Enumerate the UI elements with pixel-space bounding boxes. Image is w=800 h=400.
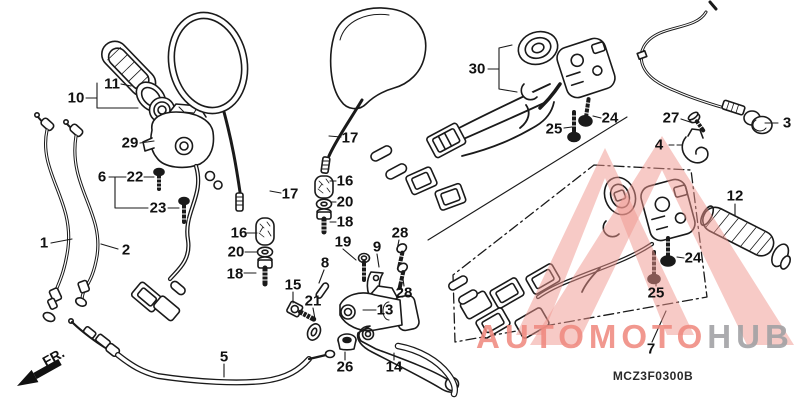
left-grip-drawing — [101, 40, 176, 124]
part-label-16: 16 — [336, 172, 354, 190]
part-label-6: 6 — [97, 168, 107, 186]
left-switch-housing-drawing — [130, 103, 223, 322]
part-label-3: 3 — [782, 114, 792, 132]
mirror-left-drawing — [167, 11, 249, 212]
part-label-30: 30 — [468, 60, 486, 78]
part-label-16: 16 — [230, 224, 248, 242]
part-label-7: 7 — [646, 340, 656, 358]
washer-21-drawing — [306, 323, 322, 341]
nut-20-right-drawing — [315, 198, 333, 210]
bracket-4-drawing — [681, 128, 709, 164]
throttle-cable-a-drawing — [33, 112, 71, 323]
part-label-25: 25 — [647, 284, 665, 302]
fr-arrow-icon — [17, 359, 62, 386]
screw-23-drawing — [178, 196, 190, 224]
boxed-switch-assembly-drawing — [448, 176, 696, 339]
part-label-20: 20 — [227, 243, 245, 261]
right-switch-assembly-drawing — [517, 30, 616, 110]
part-label-4: 4 — [654, 136, 664, 154]
part-label-11: 11 — [104, 75, 120, 93]
part-label-23: 23 — [149, 199, 167, 217]
nut-26-drawing — [337, 333, 357, 351]
part-label-24: 24 — [601, 109, 619, 127]
handle-lever-14-drawing — [356, 325, 460, 393]
part-label-19: 19 — [334, 233, 352, 251]
part-label-13: 13 — [376, 301, 394, 319]
part-label-18: 18 — [336, 213, 354, 231]
choke-cable-3-drawing — [636, 0, 773, 135]
nut-20-left-drawing — [256, 246, 274, 258]
part-label-18: 18 — [226, 265, 244, 283]
screw-25-lower-drawing — [647, 250, 661, 285]
part-label-28: 28 — [395, 284, 413, 302]
mirror-right-drawing — [320, 7, 427, 175]
part-label-12: 12 — [726, 187, 744, 205]
screw-22-drawing — [153, 167, 165, 191]
pin-8-drawing — [315, 282, 330, 299]
part-label-24: 24 — [684, 249, 702, 267]
clutch-cable-5-drawing — [68, 317, 336, 386]
boot-16-right-drawing — [314, 175, 334, 199]
screw-27-drawing — [687, 111, 706, 133]
part-label-15: 15 — [284, 276, 302, 294]
part-label-1: 1 — [39, 234, 49, 252]
right-grip-drawing — [700, 205, 792, 270]
part-label-8: 8 — [320, 254, 330, 272]
boot-16-left-drawing — [255, 217, 275, 246]
main-harness-drawing — [370, 83, 555, 211]
part-label-5: 5 — [219, 348, 229, 366]
part-label-28: 28 — [391, 224, 409, 242]
part-label-17: 17 — [341, 129, 359, 147]
throttle-cable-b-drawing — [62, 119, 100, 307]
pivot-bolt-15-drawing — [286, 300, 317, 322]
part-label-9: 9 — [372, 238, 382, 256]
part-label-27: 27 — [662, 109, 680, 127]
part-label-20: 20 — [336, 193, 354, 211]
part-label-26: 26 — [336, 358, 354, 376]
screw-28-bottom-drawing — [397, 262, 409, 290]
part-label-14: 14 — [385, 358, 403, 376]
screw-24-upper-drawing — [578, 97, 593, 127]
bolt-19-drawing — [357, 252, 371, 282]
handlebar-end-drawing — [394, 342, 458, 398]
part-label-10: 10 — [67, 89, 85, 107]
part-label-25: 25 — [545, 120, 563, 138]
part-label-2: 2 — [121, 241, 131, 259]
callout-leader-lines — [50, 44, 779, 378]
part-label-22: 22 — [126, 168, 144, 186]
part-label-21: 21 — [304, 292, 322, 310]
part-label-29: 29 — [121, 134, 139, 152]
lever-bracket-13-drawing — [339, 285, 420, 332]
screw-24-lower-drawing — [660, 236, 676, 267]
bolt-18-right-drawing — [316, 208, 332, 235]
bolt-18-left-drawing — [257, 256, 273, 287]
part-label-17: 17 — [281, 185, 299, 203]
diagram-code: MCZ3F0300B — [612, 369, 694, 383]
